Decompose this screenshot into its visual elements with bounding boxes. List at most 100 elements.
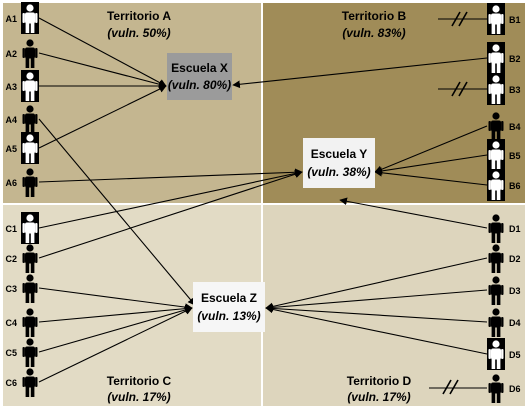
person-arm: [488, 14, 491, 24]
school-y-vuln: (vuln. 38%): [307, 165, 370, 179]
arrow-a1-to-x: [38, 17, 167, 87]
person-head: [26, 39, 34, 47]
school-x-vuln: (vuln. 80%): [168, 78, 231, 92]
person-arm: [22, 347, 25, 357]
person-arm: [488, 150, 491, 160]
territory-c-vuln: (vuln. 17%): [107, 390, 170, 404]
person-arm: [22, 177, 25, 187]
person-arm: [501, 180, 504, 190]
arrow-d2-to-z: [265, 257, 488, 311]
person-label-a2: A2: [5, 49, 17, 59]
person-icon-d6: [488, 374, 504, 403]
person-leg: [25, 263, 30, 273]
person-body: [491, 120, 501, 132]
person-body: [491, 348, 501, 360]
arrow-b2-to-x: [232, 57, 488, 89]
person-body: [25, 316, 35, 328]
person-leg: [30, 357, 35, 367]
person-label-c6: C6: [5, 378, 17, 388]
person-label-b1: B1: [509, 15, 521, 25]
person-arm: [35, 13, 38, 23]
arrow-c5-to-z: [38, 306, 193, 353]
person-leg: [491, 63, 496, 73]
person-body: [25, 113, 35, 125]
person-arm: [501, 383, 504, 393]
person-leg: [25, 58, 30, 68]
person-leg: [491, 24, 496, 34]
person-head: [26, 368, 34, 376]
arrow-d1-to-y: [339, 197, 488, 229]
person-leg: [30, 293, 35, 303]
person-label-b3: B3: [509, 85, 521, 95]
person-head: [492, 171, 500, 179]
person-leg: [25, 327, 30, 337]
person-leg: [496, 160, 501, 170]
territory-b-vuln: (vuln. 83%): [342, 26, 405, 40]
blocked-mark-b1: [458, 11, 468, 27]
person-arm: [35, 114, 38, 124]
person-icon-b1: [487, 3, 505, 35]
person-leg: [491, 327, 496, 337]
person-arm: [501, 317, 504, 327]
person-body: [25, 80, 35, 92]
arrow-b6-to-y: [374, 168, 488, 186]
person-leg: [25, 23, 30, 33]
people-layer: A1A2A3A4A5A6B1B2B3B4B5B6C1C2C3C4C5C6D1D2…: [5, 2, 521, 403]
person-leg: [25, 357, 30, 367]
person-body: [491, 284, 501, 296]
person-arm: [22, 81, 25, 91]
person-body: [25, 142, 35, 154]
person-icon-a1: [21, 2, 39, 34]
person-leg: [491, 263, 496, 273]
person-label-d6: D6: [509, 384, 521, 394]
person-leg: [496, 63, 501, 73]
person-body: [25, 176, 35, 188]
person-leg: [496, 94, 501, 104]
person-icon-b2: [487, 42, 505, 74]
person-leg: [25, 124, 30, 134]
arrow-a6-to-y: [38, 168, 303, 183]
person-label-d2: D2: [509, 254, 521, 264]
person-head: [26, 72, 34, 80]
arrow-b5-to-y: [374, 154, 488, 175]
person-leg: [30, 124, 35, 134]
person-icon-c6: [22, 368, 38, 397]
arrow-b4-to-y: [374, 125, 488, 173]
person-leg: [496, 24, 501, 34]
person-leg: [491, 295, 496, 305]
person-arm: [22, 223, 25, 233]
territory-d-title: Territorio D: [347, 374, 412, 388]
person-icon-a4: [22, 105, 38, 134]
enrollment-arrows: [38, 17, 488, 389]
person-head: [492, 75, 500, 83]
person-arm: [35, 177, 38, 187]
territory-c-title: Territorio C: [107, 374, 172, 388]
person-arm: [22, 48, 25, 58]
person-head: [26, 105, 34, 113]
person-leg: [496, 359, 501, 369]
person-leg: [30, 327, 35, 337]
school-y: Escuela Y (vuln. 38%): [303, 138, 375, 188]
person-icon-d1: [488, 214, 504, 243]
person-leg: [496, 263, 501, 273]
person-leg: [496, 233, 501, 243]
person-arm: [22, 253, 25, 263]
person-label-d1: D1: [509, 224, 521, 234]
person-leg: [30, 91, 35, 101]
blocked-mark-b3: [458, 81, 468, 97]
person-leg: [491, 393, 496, 403]
person-leg: [25, 153, 30, 163]
school-z-vuln: (vuln. 13%): [197, 309, 260, 323]
person-arm: [501, 121, 504, 131]
person-icon-b5: [487, 139, 505, 171]
person-head: [492, 141, 500, 149]
arrow-c1-to-y: [38, 169, 303, 229]
person-arm: [501, 14, 504, 24]
person-label-c4: C4: [5, 318, 17, 328]
person-head: [492, 276, 500, 284]
person-icon-c1: [21, 212, 39, 244]
person-arm: [22, 317, 25, 327]
person-head: [26, 244, 34, 252]
territory-a-title: Territorio A: [107, 9, 171, 23]
